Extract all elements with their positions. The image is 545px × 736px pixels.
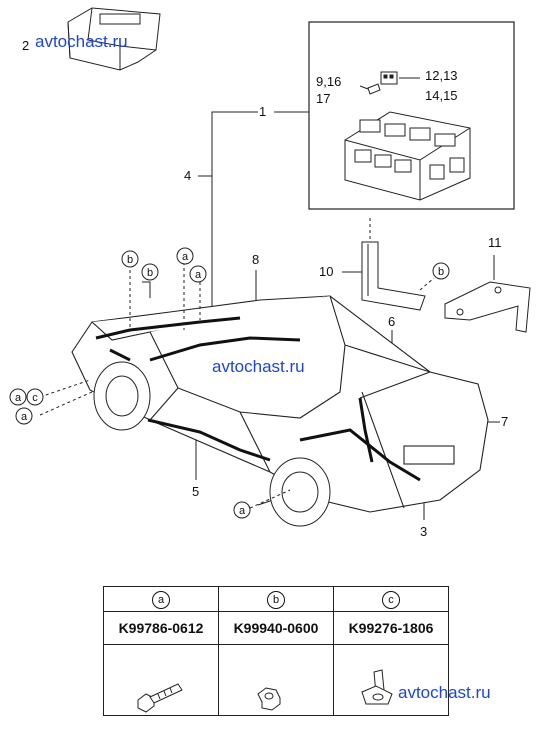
callout-7: 7	[501, 414, 508, 429]
wiring-harness	[95, 316, 421, 482]
letter-b-1: b	[127, 254, 133, 266]
part-number-c: K99276-1806	[333, 611, 449, 645]
letter-a-1: a	[182, 251, 189, 263]
wheels	[93, 361, 331, 527]
letter-c-1: c	[32, 392, 38, 404]
callout-17: 17	[316, 91, 330, 106]
callout-1: 1	[259, 104, 266, 119]
parts-table-numbers: K99786-0612 K99940-0600 K99276-1806	[103, 611, 449, 645]
parts-table-images	[103, 644, 449, 716]
part-number-a: K99786-0612	[103, 611, 219, 645]
header-letter-a: a	[152, 590, 170, 609]
letter-b-3: b	[438, 266, 444, 278]
dashed-leaders	[39, 262, 435, 509]
letter-b-2: b	[147, 267, 153, 279]
letter-a-5: a	[239, 505, 246, 517]
callout-12-13: 12,13	[425, 68, 458, 83]
bracket-10	[361, 218, 426, 311]
circled-letters	[9, 247, 450, 519]
callout-10: 10	[319, 264, 333, 279]
junction-box	[344, 111, 471, 201]
header-letter-b: b	[267, 590, 285, 609]
callout-2: 2	[22, 38, 29, 53]
callout-4: 4	[184, 168, 191, 183]
bracket-b-icon	[142, 281, 151, 298]
fuse-small	[367, 83, 381, 95]
callout-9-16: 9,16	[316, 74, 341, 89]
header-letter-c: c	[382, 590, 400, 609]
callout-5: 5	[192, 484, 199, 499]
callout-6: 6	[388, 314, 395, 329]
callout-8: 8	[252, 252, 259, 267]
relay-small	[380, 71, 398, 85]
letter-a-4: a	[21, 411, 28, 423]
junction-box-frame	[308, 21, 515, 210]
callout-11: 11	[488, 235, 502, 250]
watermark-text: avtochast.ru	[35, 32, 128, 51]
parts-table-header: a b c	[103, 586, 449, 612]
letter-a-2: a	[195, 269, 202, 281]
relay-box-2	[67, 7, 161, 71]
watermark-text: avtochast.ru	[212, 357, 305, 376]
part-number-b: K99940-0600	[218, 611, 334, 645]
bracket-11	[444, 255, 531, 333]
letter-a-3: a	[15, 392, 22, 404]
callout-3: 3	[420, 524, 427, 539]
callout-14-15: 14,15	[425, 88, 458, 103]
watermark-text: avtochast.ru	[398, 683, 491, 702]
parts-table: a b c K99786-0612 K99940-0600 K99276-180…	[103, 586, 449, 716]
